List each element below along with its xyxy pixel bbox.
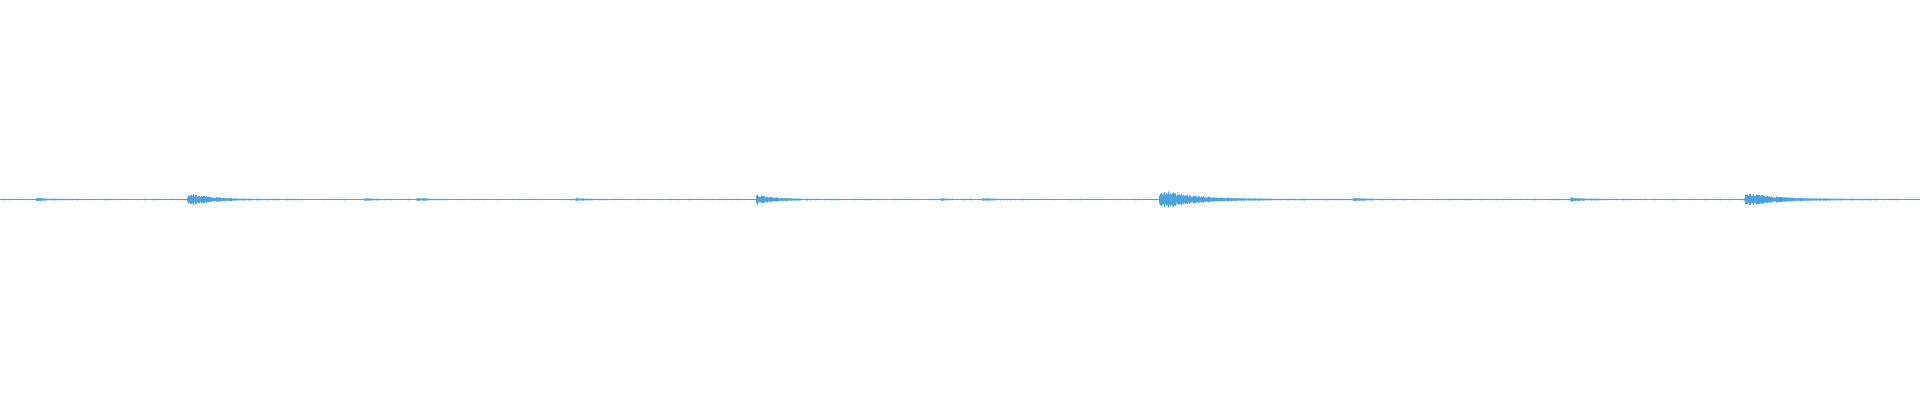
waveform-path bbox=[0, 191, 1920, 208]
